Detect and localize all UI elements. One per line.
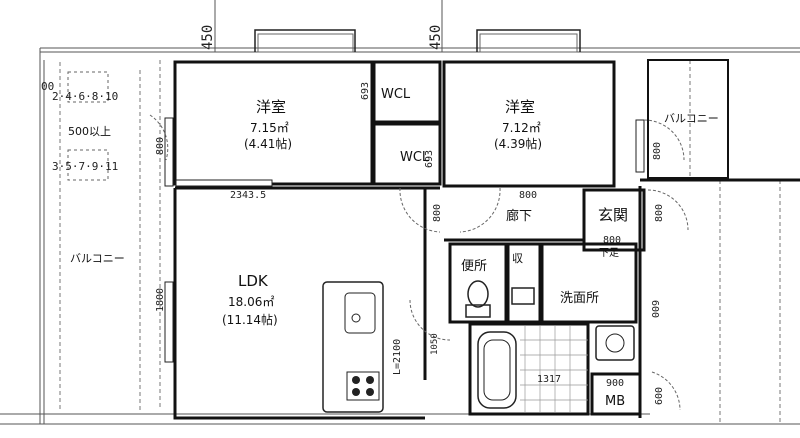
stove-burners (352, 376, 374, 396)
hallway-label: 廊下 (506, 208, 532, 224)
shoe-label: 下足 (599, 247, 619, 259)
stair-box (67, 71, 109, 181)
dim-900: 900 (606, 378, 624, 389)
stove (346, 371, 380, 401)
entrance-label: 玄関 (598, 206, 628, 224)
western2-name: 洋室 (505, 98, 535, 116)
toilet-label: 便所 (461, 259, 487, 274)
structure-lines (0, 0, 800, 425)
wcl-upper: WCL (381, 87, 411, 102)
top-bays (254, 29, 581, 53)
dim-800-door-left: 800 (432, 204, 443, 222)
dim-2343: 2343.5 (230, 190, 266, 201)
washroom-label: 洗面所 (560, 291, 599, 306)
stair-note-row1: 2·4·6·8·10 (52, 90, 118, 103)
toilet-bowl (467, 280, 489, 308)
windows (164, 117, 645, 363)
dim-693: 693 (360, 82, 371, 100)
western1-area: 7.15㎡ (250, 121, 289, 135)
walls (173, 59, 800, 420)
dim-1050: 1050 (430, 333, 440, 355)
room-labels: 洋室 7.15㎡ (4.41帖) WCL WCL 洋室 7.12㎡ (4.39帖… (70, 87, 719, 409)
western1-name: 洋室 (256, 98, 286, 116)
stair-note-row2: 500以上 (68, 125, 111, 138)
washer-pan (595, 325, 635, 361)
dim-800-hall: 800 (519, 190, 537, 201)
dim-corner: 00 (41, 80, 54, 93)
dim-693b: 693 (424, 150, 435, 168)
dim-l2100: L=2100 (392, 339, 403, 375)
dim-1800: 1800 (155, 288, 166, 312)
door-swings (149, 114, 689, 411)
kitchen-counter (322, 281, 384, 413)
storage-label: 収 (512, 252, 523, 265)
western2-tatami: (4.39帖) (494, 136, 542, 151)
western1-tatami: (4.41帖) (244, 136, 292, 151)
balcony-right: バルコニー (664, 112, 719, 125)
dim-800-genkan: 800 (603, 235, 621, 246)
stair-note-row3: 3·5·7·9·11 (52, 160, 118, 173)
fixtures (322, 280, 635, 413)
western2-area: 7.12㎡ (502, 121, 541, 135)
dim-800-balc-left: 800 (155, 137, 166, 155)
dashed-gridlines (59, 60, 781, 424)
dim-450-right: 450 (428, 25, 444, 50)
dim-800-door-right: 800 (654, 204, 665, 222)
bathtub (477, 331, 517, 409)
ldk-tatami: (11.14帖) (222, 312, 278, 327)
ldk-name: LDK (238, 272, 269, 290)
dim-1317: 1317 (537, 374, 561, 385)
dim-450-left: 450 (200, 25, 216, 50)
dim-600: 600 (649, 300, 660, 318)
dim-800-balc-right: 800 (652, 142, 663, 160)
mb-label: MB (605, 394, 625, 409)
ldk-area: 18.06㎡ (228, 295, 274, 309)
stair-note: 2·4·6·8·10 500以上 3·5·7·9·11 (52, 90, 118, 173)
wcl-lower: WCL (400, 150, 430, 165)
dimension-labels: 450 450 00 693 693 800 1800 2343.5 800 8… (41, 25, 665, 405)
dim-600b: 600 (654, 387, 665, 405)
balcony-left: バルコニー (70, 252, 125, 265)
bath-tiles (520, 326, 588, 412)
